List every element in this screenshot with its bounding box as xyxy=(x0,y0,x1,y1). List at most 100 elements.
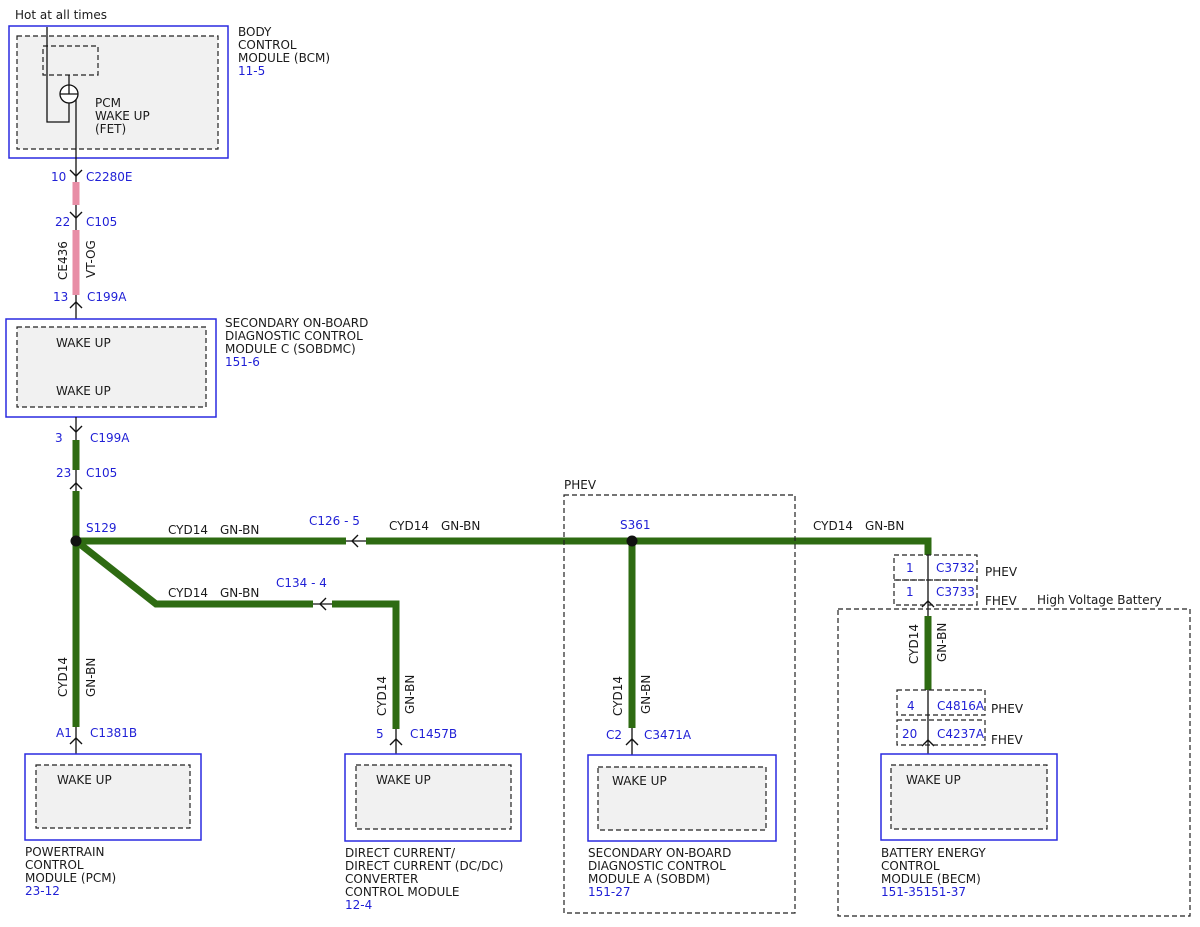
c4237a-label[interactable]: C4237A xyxy=(937,727,985,741)
connector-chevron-icon xyxy=(69,301,83,309)
connector-chevron-icon xyxy=(351,534,359,548)
c1381b-pin: A1 xyxy=(56,726,72,740)
sobdmc-name-3: MODULE C (SOBDMC) xyxy=(225,342,356,356)
bcm-name-1: BODY xyxy=(238,25,272,39)
c3733-label[interactable]: C3733 xyxy=(936,585,975,599)
c4237a-pin: 20 xyxy=(902,727,917,741)
sobdm-ref[interactable]: 151-27 xyxy=(588,885,631,899)
c4237a-variant: FHEV xyxy=(991,733,1024,747)
dcdc-name-4: CONTROL MODULE xyxy=(345,885,460,899)
becm-wake: WAKE UP xyxy=(906,773,961,787)
dcdc-circuit: CYD14 xyxy=(168,586,208,600)
wire-cyd14-main-b[interactable] xyxy=(366,537,932,555)
connector-chevron-icon xyxy=(69,737,83,745)
c2280e-label[interactable]: C2280E xyxy=(86,170,133,184)
c4816a-label[interactable]: C4816A xyxy=(937,699,985,713)
dcdc-wake: WAKE UP xyxy=(376,773,431,787)
c199a-top-label[interactable]: C199A xyxy=(87,290,127,304)
sobdm-name-2: DIAGNOSTIC CONTROL xyxy=(588,859,726,873)
splice-s129-dot xyxy=(70,535,82,547)
bcm-internal-label-2: WAKE UP xyxy=(95,109,150,123)
dcdc-ref[interactable]: 12-4 xyxy=(345,898,372,912)
c3471a-label[interactable]: C3471A xyxy=(644,728,692,742)
circuit-ce436: CE436 xyxy=(56,241,70,280)
pcm-wake: WAKE UP xyxy=(57,773,112,787)
main-color-2: GN-BN xyxy=(441,519,480,533)
splice-s361-dot xyxy=(626,535,638,547)
connector-chevron-icon xyxy=(69,169,83,177)
pcm-internal xyxy=(35,764,191,829)
main-circuit-1: CYD14 xyxy=(168,523,208,537)
c105-top-pin: 22 xyxy=(55,215,70,229)
becm-name-3: MODULE (BECM) xyxy=(881,872,981,886)
main-circuit-3: CYD14 xyxy=(813,519,853,533)
connector-chevron-icon xyxy=(625,738,639,746)
c3732-variant: PHEV xyxy=(985,565,1018,579)
c105-bot-label[interactable]: C105 xyxy=(86,466,117,480)
sobdmc-ref[interactable]: 151-6 xyxy=(225,355,260,369)
c3732-label[interactable]: C3732 xyxy=(936,561,975,575)
c134-label[interactable]: C134 - 4 xyxy=(276,576,327,590)
c1457b-label[interactable]: C1457B xyxy=(410,727,457,741)
c4816a-variant: PHEV xyxy=(991,702,1024,716)
sobdm-name-3: MODULE A (SOBDM) xyxy=(588,872,710,886)
bcm-internal-label-1: PCM xyxy=(95,96,121,110)
c1457b-pin: 5 xyxy=(376,727,384,741)
becm-circuit: CYD14 xyxy=(907,624,921,664)
connector-chevron-icon xyxy=(389,738,403,746)
main-color-1: GN-BN xyxy=(220,523,259,537)
pcm-name-2: CONTROL xyxy=(25,858,84,872)
c199a-top-pin: 13 xyxy=(53,290,68,304)
c1381b-label[interactable]: C1381B xyxy=(90,726,137,740)
bcm-internal-label-3: (FET) xyxy=(95,122,126,136)
main-color-3: GN-BN xyxy=(865,519,904,533)
connector-chevron-icon xyxy=(319,597,327,611)
wire-cyd14-dcdc-b[interactable] xyxy=(332,600,400,729)
c2280e-pin: 10 xyxy=(51,170,66,184)
pcm-circuit: CYD14 xyxy=(56,657,70,697)
sobdm-circuit: CYD14 xyxy=(611,676,625,716)
bcm-name-3: MODULE (BCM) xyxy=(238,51,330,65)
dcdc-color: GN-BN xyxy=(220,586,259,600)
bcm-feed-wire xyxy=(46,27,70,123)
dcdc-v-circuit: CYD14 xyxy=(375,676,389,716)
c3733-box xyxy=(893,579,978,606)
c3733-variant: FHEV xyxy=(985,594,1018,608)
c199a-bot-pin: 3 xyxy=(55,431,63,445)
c4237a-box xyxy=(896,719,986,746)
c3733-pin: 1 xyxy=(906,585,914,599)
pcm-color: GN-BN xyxy=(84,658,98,697)
dcdc-v-color: GN-BN xyxy=(403,675,417,714)
c105-top-label[interactable]: C105 xyxy=(86,215,117,229)
splice-s361[interactable]: S361 xyxy=(620,518,651,532)
connector-chevron-icon xyxy=(69,425,83,433)
power-note: Hot at all times xyxy=(15,8,107,22)
c105-bot-pin: 23 xyxy=(56,466,71,480)
bcm-ref[interactable]: 11-5 xyxy=(238,64,265,78)
main-circuit-2: CYD14 xyxy=(389,519,429,533)
c4816a-box xyxy=(896,689,986,716)
bcm-internal xyxy=(16,35,219,150)
pcm-ref[interactable]: 23-12 xyxy=(25,884,60,898)
pcm-name-3: MODULE (PCM) xyxy=(25,871,116,885)
sobdmc-internal xyxy=(16,326,207,408)
sobdm-wake: WAKE UP xyxy=(612,774,667,788)
c4816a-pin: 4 xyxy=(907,699,915,713)
dcdc-name-1: DIRECT CURRENT/ xyxy=(345,846,456,860)
c199a-bot-label[interactable]: C199A xyxy=(90,431,130,445)
becm-name-1: BATTERY ENERGY xyxy=(881,846,986,860)
wire-cyd14-dcdc-a[interactable] xyxy=(73,538,313,608)
pcm-name-1: POWERTRAIN xyxy=(25,845,105,859)
splice-s129[interactable]: S129 xyxy=(86,521,117,535)
sobdmc-wake-2: WAKE UP xyxy=(56,384,111,398)
dcdc-name-2: DIRECT CURRENT (DC/DC) xyxy=(345,859,503,873)
sobdmc-name-1: SECONDARY ON-BOARD xyxy=(225,316,368,330)
becm-internal xyxy=(890,764,1048,830)
color-vt-og: VT-OG xyxy=(84,240,98,278)
c126-label[interactable]: C126 - 5 xyxy=(309,514,360,528)
becm-ref[interactable]: 151-35151-37 xyxy=(881,885,966,899)
sobdmc-name-2: DIAGNOSTIC CONTROL xyxy=(225,329,363,343)
hv-battery-label: High Voltage Battery xyxy=(1037,593,1162,607)
c3471a-pin: C2 xyxy=(606,728,622,742)
